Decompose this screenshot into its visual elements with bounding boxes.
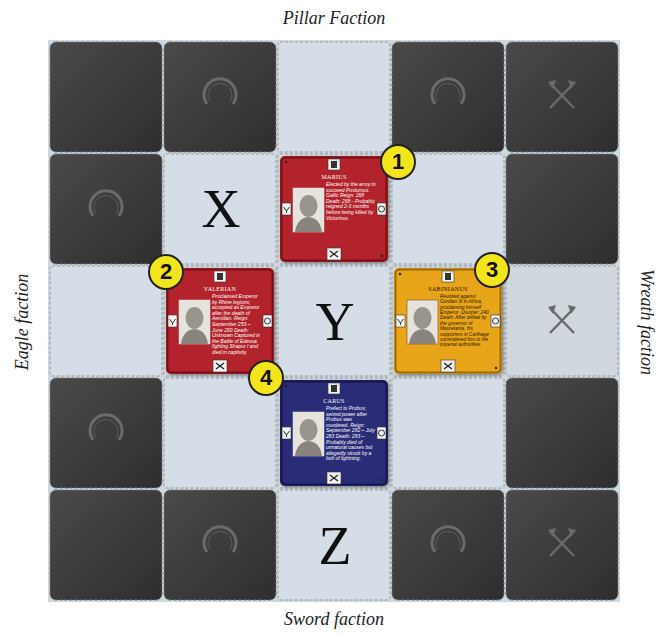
tile-letter: Z [319, 519, 352, 573]
callout-number: 2 [148, 254, 184, 290]
emperor-card: MARIUS Elected by the army to succeed Pos… [280, 156, 388, 262]
card-name: VALERIAN [180, 286, 260, 292]
faction-label: Pillar Faction [283, 8, 386, 29]
callout-number: 3 [474, 252, 510, 288]
card-description: Elected by the army to succeed Postumus.… [326, 182, 376, 221]
card-description: Proclaimed Emperor by Rhine legions; acc… [212, 294, 262, 356]
callout-number: 1 [380, 144, 416, 180]
card-name: CARUS [294, 398, 374, 404]
faction-label: Wreath faction [636, 269, 657, 375]
card-name: SABINIANUS [408, 286, 488, 292]
card-description: Revolted against Gordian III in Africa, … [440, 294, 490, 348]
tile-letter: X [202, 182, 241, 236]
faction-label: Sword faction [284, 609, 384, 630]
emperor-card: VALERIAN Proclaimed Emperor by Rhine legi… [166, 268, 274, 374]
callout-number: 4 [248, 360, 284, 396]
emperor-card: CARUS Prefect to Probus; seized power aft… [280, 380, 388, 486]
faction-label: Eagle faction [12, 274, 33, 370]
card-name: MARIUS [294, 174, 374, 180]
card-description: Prefect to Probus; seized power after Pr… [326, 406, 376, 462]
tile-letter: Y [316, 295, 355, 349]
